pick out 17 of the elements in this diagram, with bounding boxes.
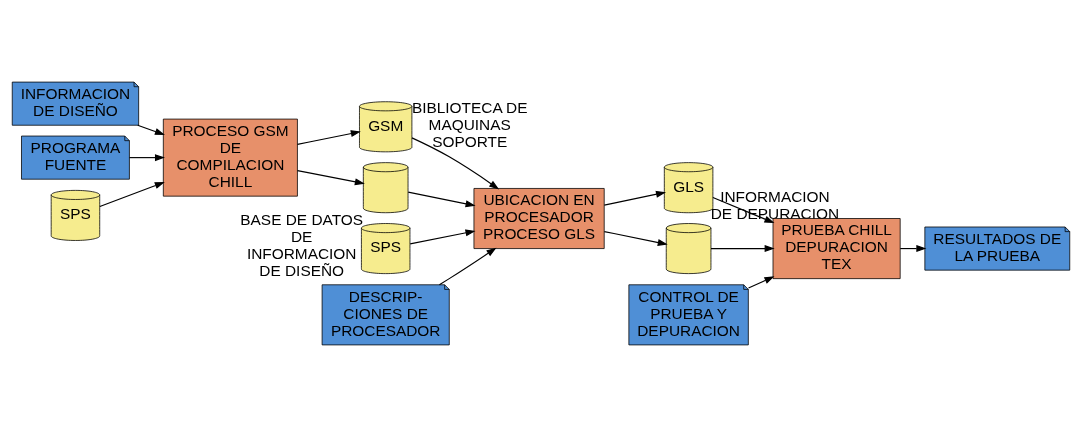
- arrow: [710, 244, 775, 252]
- arrow: [128, 153, 165, 161]
- arrow: [603, 190, 667, 206]
- arrow: [407, 191, 476, 207]
- arrow: [438, 247, 497, 285]
- arrow: [411, 136, 500, 189]
- node-label: BASE DE DATOS DE INFORMACION DE DISEÑO: [240, 210, 364, 279]
- arrow: [409, 228, 476, 244]
- arrow: [296, 169, 365, 185]
- arrow: [603, 230, 668, 246]
- arrow: [137, 124, 165, 135]
- node-box: PROCESO GSM DE COMPILACION CHILL: [162, 118, 298, 197]
- arrow: [747, 275, 775, 289]
- arrow: [296, 129, 361, 145]
- node-box: UBICACION EN PROCESADOR PROCESO GLS: [473, 187, 605, 249]
- arrow: [99, 181, 165, 207]
- node-label: BIBLIOTECA DE MAQUINAS SOPORTE: [411, 98, 528, 150]
